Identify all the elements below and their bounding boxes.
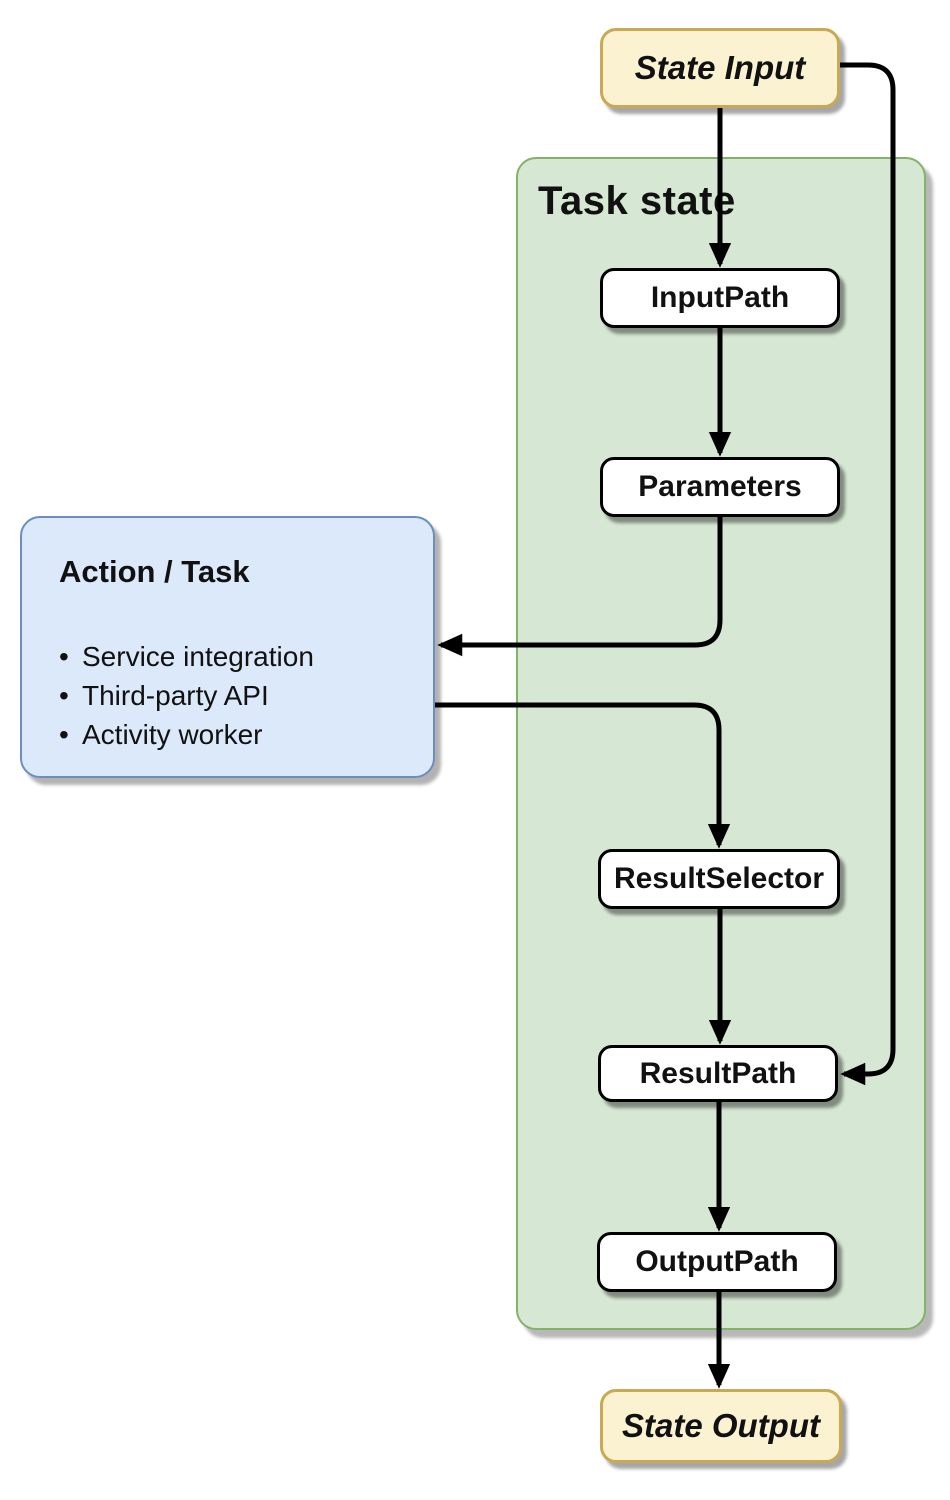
action-task-title: Action / Task [59,554,250,589]
action-task-bullet: Service integration [59,637,403,676]
action-task-list: Service integration Third-party API Acti… [59,637,403,754]
state-input-label: State Input [634,49,806,86]
parameters-node: Parameters [600,457,840,517]
arrow-parameters-to-action-task [437,517,723,657]
state-input-node: State Input [600,28,840,108]
action-task-card: Action / Task Service integration Third-… [20,516,435,778]
resultpath-node: ResultPath [598,1045,838,1102]
outputpath-node: OutputPath [597,1232,837,1292]
resultselector-node: ResultSelector [598,849,840,909]
arrow-action-task-to-resultselector [435,702,731,849]
parameters-label: Parameters [638,470,802,503]
arrow-state-input-bypass-to-resultpath [840,62,896,1086]
state-output-label: State Output [622,1407,820,1444]
inputpath-node: InputPath [600,268,840,328]
task-state-label: Task state [538,179,736,223]
action-task-bullet: Activity worker [59,715,403,754]
inputpath-label: InputPath [650,281,790,314]
state-output-node: State Output [600,1389,842,1463]
outputpath-label: OutputPath [635,1245,799,1278]
resultselector-label: ResultSelector [613,862,825,895]
action-task-bullet: Third-party API [59,676,403,715]
resultpath-label: ResultPath [639,1056,797,1090]
